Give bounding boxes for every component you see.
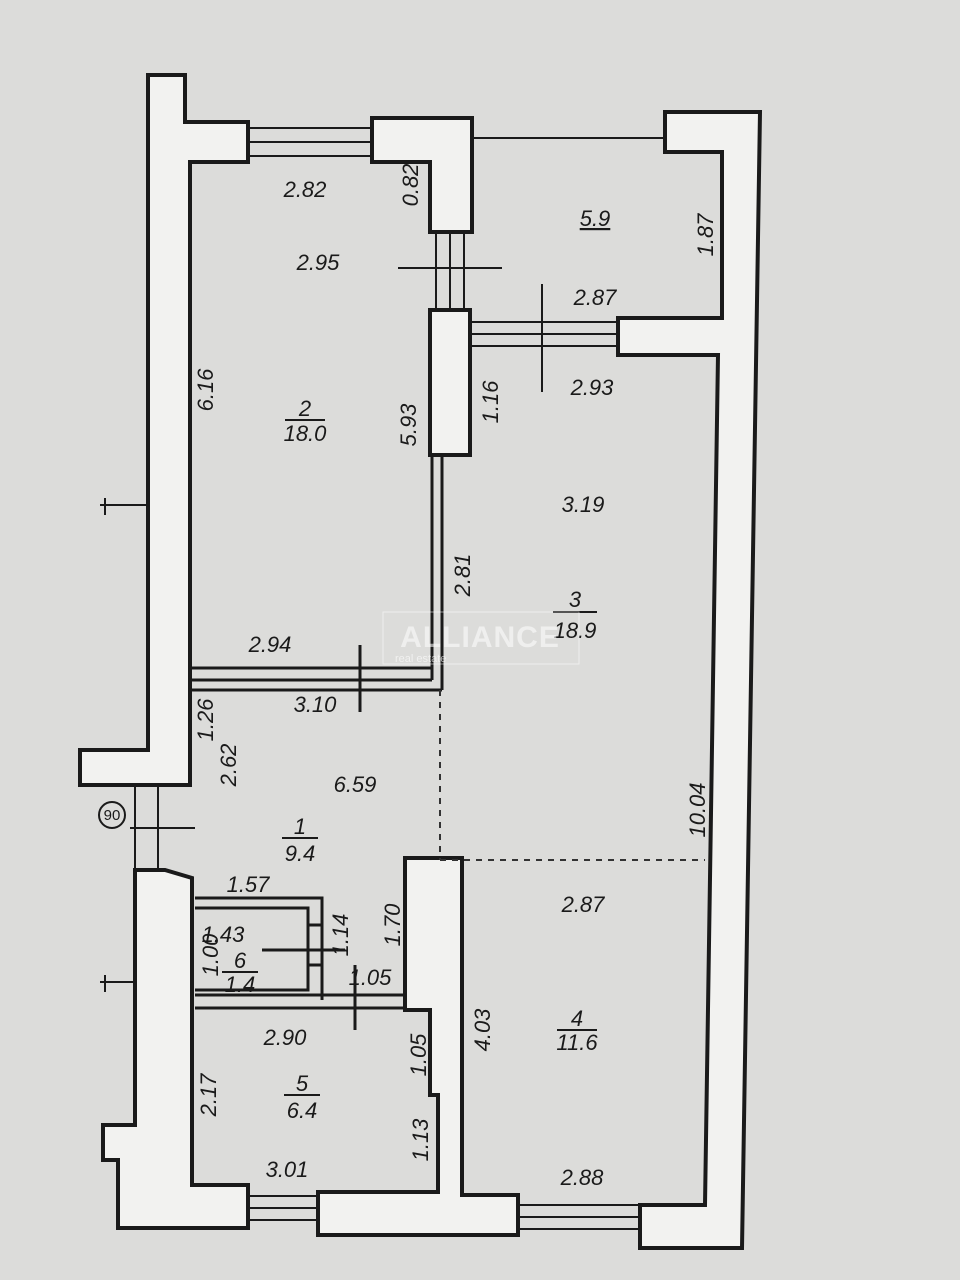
room-2-area: 18.0: [284, 421, 328, 446]
dimension-label: 2.82: [283, 177, 327, 202]
window-top-left: [248, 127, 372, 157]
left-lower-wall: [101, 868, 250, 1230]
dimension-label: 2.88: [560, 1165, 605, 1190]
dimension-label: 3.19: [562, 492, 605, 517]
axis-marker: 90: [98, 801, 126, 829]
dimension-label: 0.82: [398, 164, 423, 207]
dimension-label: 1.43: [202, 922, 246, 947]
exterior-ticks: [100, 498, 148, 992]
dimension-label: 1.13: [408, 1118, 433, 1162]
room-5-area: 6.4: [287, 1098, 318, 1123]
axis-marker-label: 90: [104, 807, 121, 824]
dimension-label: 6.16: [193, 368, 218, 412]
dimension-label: 1.16: [478, 380, 503, 424]
dimension-label: 2.90: [263, 1025, 308, 1050]
room-labels: 2 18.0 3 18.9 1 9.4 4 11.6 5 6.4 6 1.4 5…: [222, 206, 610, 1123]
right-wall: [616, 110, 763, 1250]
dimension-label: 6.59: [334, 772, 377, 797]
dimension-label: 4.03: [470, 1008, 495, 1052]
room-1-area: 9.4: [285, 841, 316, 866]
door-top: [398, 232, 502, 310]
dimension-label: 2.17: [196, 1073, 221, 1118]
dimension-label: 10.04: [685, 782, 710, 837]
column: [428, 308, 472, 457]
dimension-label: 1.26: [193, 698, 218, 742]
dimension-label: 1.14: [328, 914, 353, 957]
openings: [100, 127, 705, 1230]
entrance-door: [130, 785, 195, 870]
top-center-wall: [370, 116, 474, 234]
dimension-labels: 2.82 0.82 2.95 1.87 2.87 2.93 6.16 5.93 …: [193, 164, 718, 1190]
dimension-label: 2.62: [216, 744, 241, 788]
watermark-brand: ALLIANCE: [400, 621, 560, 654]
watermark-tagline: real estate: [395, 653, 446, 665]
room-4-number: 4: [571, 1006, 583, 1031]
room2-partition: [190, 455, 444, 712]
room-6-area: 1.4: [225, 972, 256, 997]
dimension-label: 5.93: [396, 403, 421, 447]
room-5-number: 5: [296, 1071, 309, 1096]
dimension-label: 2.95: [296, 250, 341, 275]
center-lower-wall: [316, 856, 520, 1237]
room-3-area: 18.9: [554, 618, 597, 643]
room-4-area: 11.6: [556, 1030, 598, 1055]
watermark: ALLIANCE real estate: [382, 611, 580, 665]
dimension-label: 3.01: [266, 1157, 309, 1182]
dimension-label: 1.05: [406, 1033, 431, 1077]
room-2-number: 2: [298, 396, 311, 421]
dimension-label: 2.94: [248, 632, 292, 657]
closet: [195, 896, 405, 1030]
window-bottom-left: [248, 1195, 318, 1221]
dimension-label: 2.93: [570, 375, 615, 400]
dimension-label: 2.87: [561, 892, 606, 917]
room-divider-dashed: [439, 690, 705, 861]
window-right-mid: [470, 284, 618, 392]
window-bottom-right: [518, 1204, 640, 1230]
dimension-label: 1.87: [693, 213, 718, 257]
room-1-number: 1: [294, 814, 306, 839]
dimension-label: 1.00: [198, 933, 223, 977]
walls: [78, 73, 763, 1250]
dimension-label: 1.57: [227, 872, 271, 897]
dimension-label: 2.87: [573, 285, 618, 310]
dimension-label: 1.70: [380, 903, 405, 947]
room-3-number: 3: [569, 587, 582, 612]
dimension-label: 2.81: [450, 554, 475, 598]
dimension-label: 3.10: [294, 692, 338, 717]
balcony-area: 5.9: [580, 206, 611, 231]
room-6-number: 6: [234, 948, 247, 973]
dimension-label: 1.05: [349, 965, 393, 990]
left-upper-wall: [78, 73, 250, 787]
